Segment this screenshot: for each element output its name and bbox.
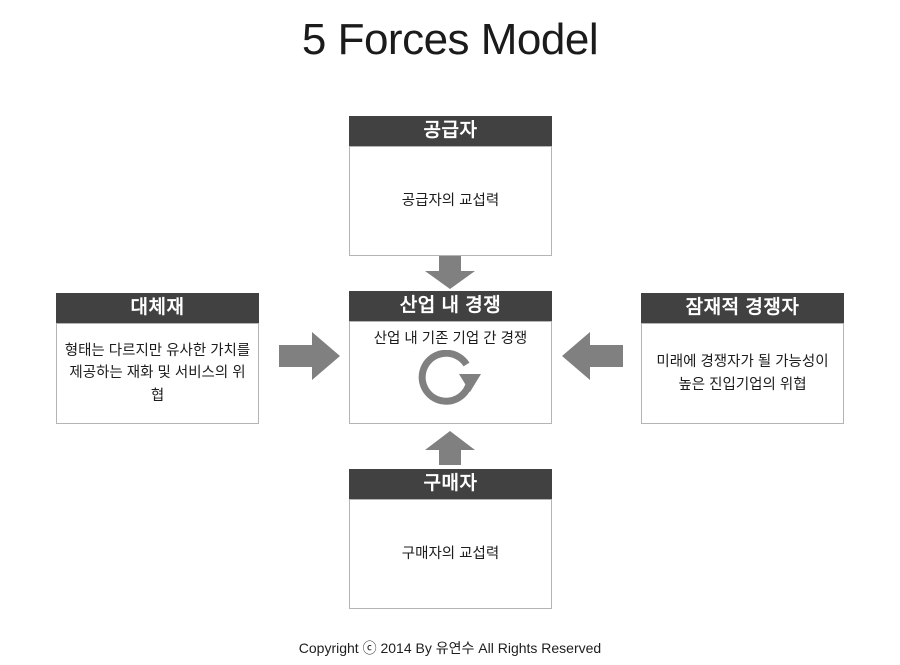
force-body-substitute: 형태는 다르지만 유사한 가치를 제공하는 재화 및 서비스의 위협 (56, 323, 259, 424)
force-header-rivalry: 산업 내 경쟁 (349, 291, 552, 321)
force-box-buyer: 구매자 구매자의 교섭력 (349, 469, 552, 609)
arrow-right-icon (279, 331, 341, 381)
circular-arrow-icon (418, 349, 484, 412)
page-title: 5 Forces Model (301, 15, 599, 64)
force-text-supplier: 공급자의 교섭력 (401, 192, 500, 209)
arrow-up-icon (424, 430, 476, 466)
force-body-buyer: 구매자의 교섭력 (349, 499, 552, 609)
copyright-footer: Copyright ⓒ 2014 By 유연수 All Rights Reser… (298, 640, 602, 656)
force-text-substitute: 형태는 다르지만 유사한 가치를 제공하는 재화 및 서비스의 위협 (64, 342, 251, 404)
force-body-entrant: 미래에 경쟁자가 될 가능성이 높은 진입기업의 위협 (641, 323, 844, 424)
force-header-substitute: 대체재 (56, 293, 259, 323)
force-text-buyer: 구매자의 교섭력 (401, 545, 500, 562)
force-box-entrant: 잠재적 경쟁자 미래에 경쟁자가 될 가능성이 높은 진입기업의 위협 (641, 293, 844, 424)
force-box-substitute: 대체재 형태는 다르지만 유사한 가치를 제공하는 재화 및 서비스의 위협 (56, 293, 259, 424)
force-body-supplier: 공급자의 교섭력 (349, 146, 552, 256)
force-text-entrant: 미래에 경쟁자가 될 가능성이 높은 진입기업의 위협 (656, 354, 829, 393)
force-box-supplier: 공급자 공급자의 교섭력 (349, 116, 552, 256)
force-header-supplier: 공급자 (349, 116, 552, 146)
force-header-buyer: 구매자 (349, 469, 552, 499)
force-box-rivalry: 산업 내 경쟁 산업 내 기존 기업 간 경쟁 (349, 291, 552, 424)
arrow-left-icon (562, 331, 624, 381)
force-body-rivalry: 산업 내 기존 기업 간 경쟁 (349, 321, 552, 424)
force-header-entrant: 잠재적 경쟁자 (641, 293, 844, 323)
arrow-down-icon (424, 256, 476, 290)
force-text-rivalry: 산업 내 기존 기업 간 경쟁 (373, 331, 528, 347)
